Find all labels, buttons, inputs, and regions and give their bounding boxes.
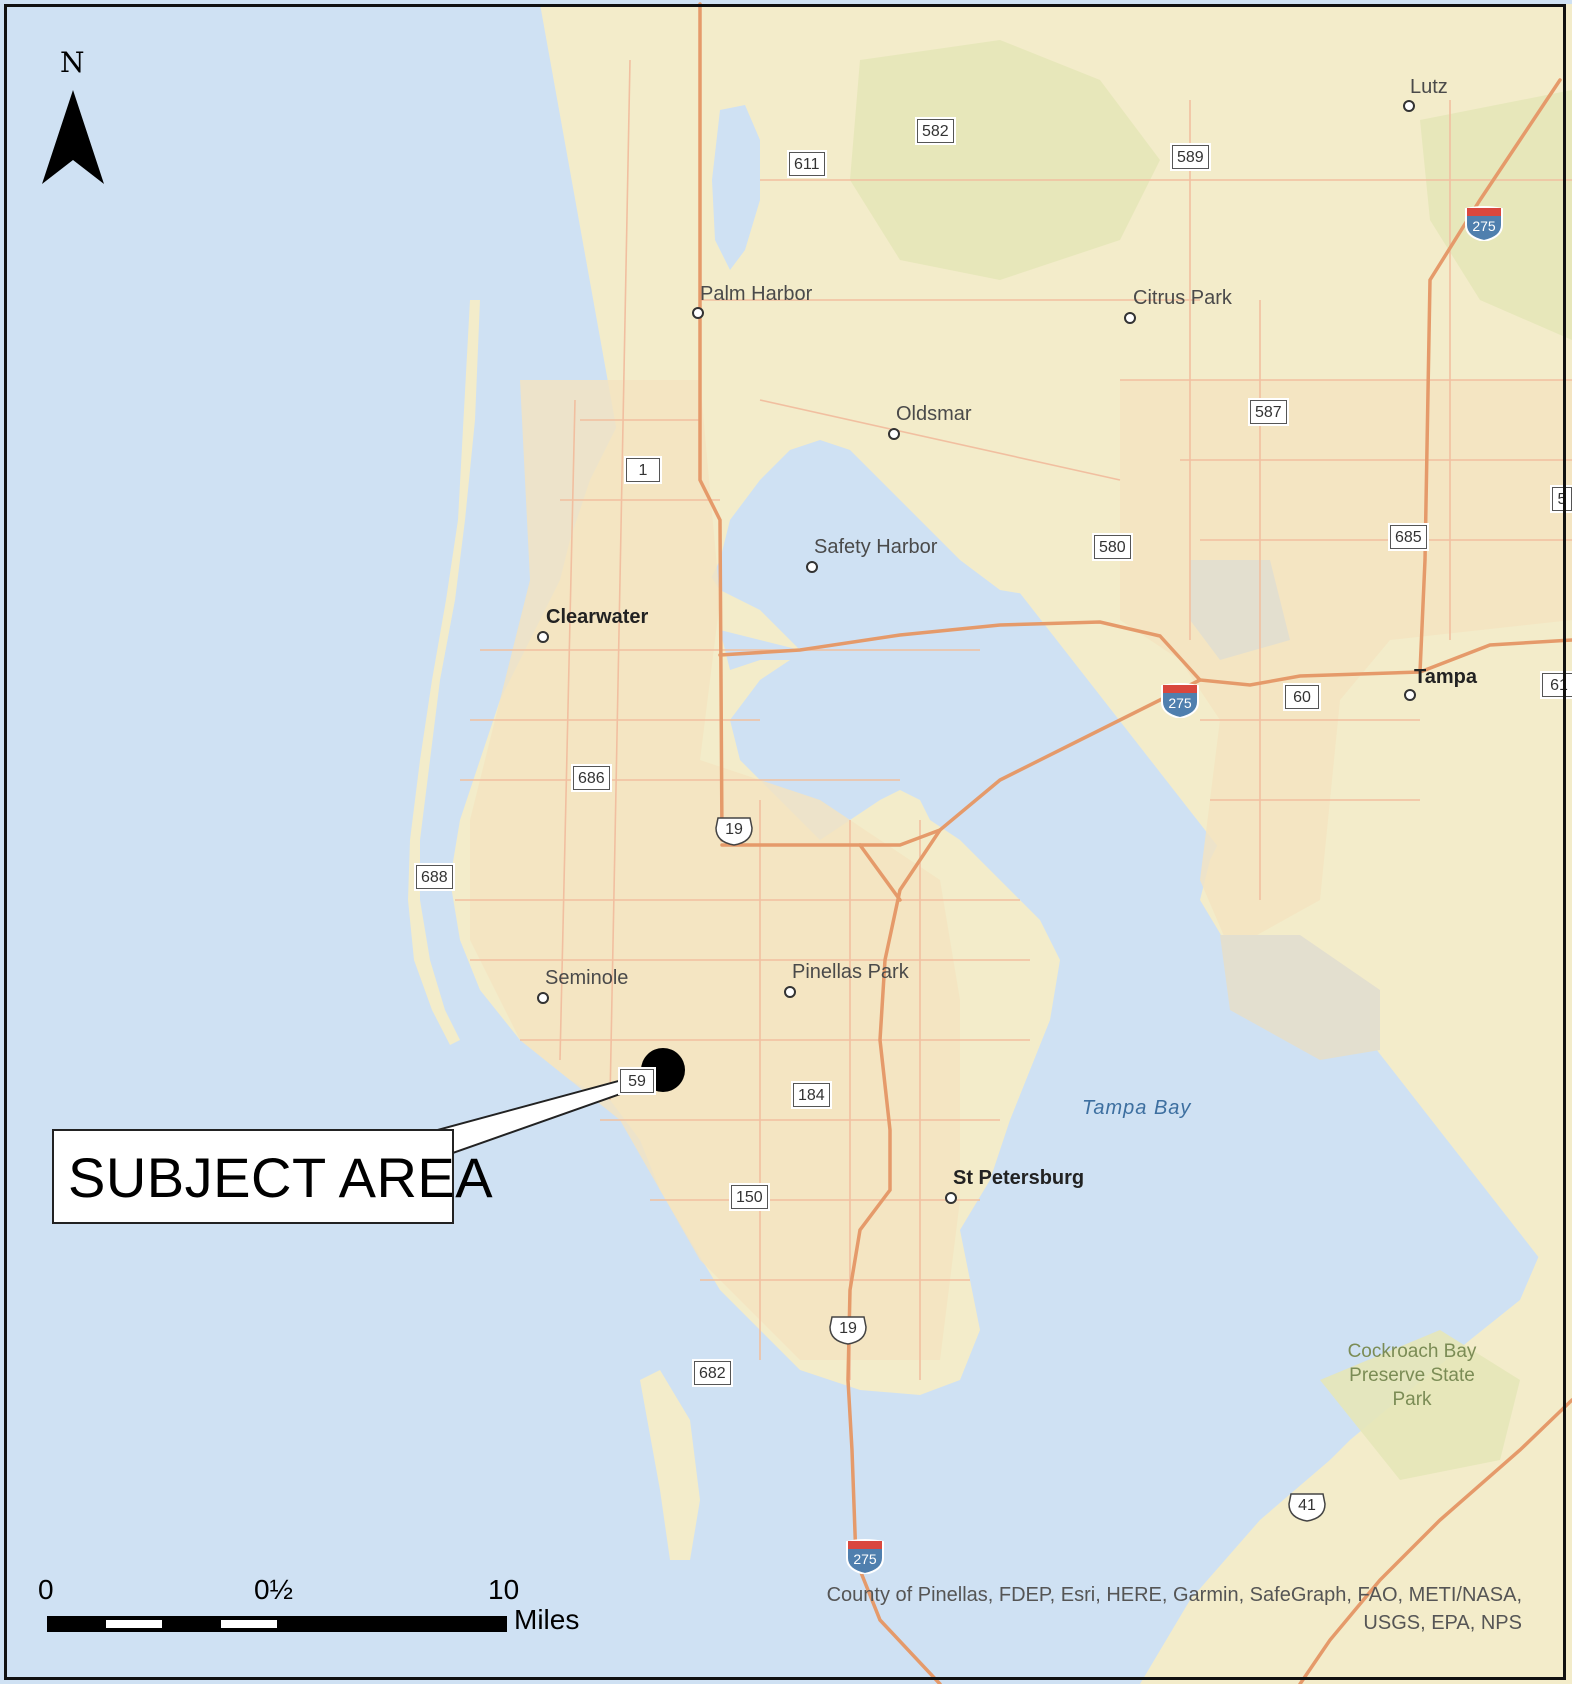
green-south (1320, 1330, 1520, 1480)
shield-589: 589 (1172, 145, 1209, 169)
shield-61-partial: 61 (1542, 673, 1572, 697)
label-st-petersburg: St Petersburg (953, 1167, 1085, 1189)
scale-label-half: 0½ (254, 1574, 293, 1605)
north-arrow-icon (42, 90, 104, 184)
subject-area-callout: SUBJECT AREA (52, 1129, 493, 1224)
tampa-east (1390, 620, 1572, 1100)
clearwater-dot (537, 631, 549, 643)
south-islands (640, 1370, 700, 1560)
us-19-label-north: 19 (725, 821, 743, 838)
lutz-dot (1403, 100, 1415, 112)
label-palm-harbor: Palm Harbor (700, 283, 813, 305)
seminole-dot (537, 992, 549, 1004)
citrus-park-dot (1124, 312, 1136, 324)
label-lutz: Lutz (1410, 76, 1448, 98)
urban-area (470, 380, 960, 1360)
shield-582: 582 (917, 119, 954, 143)
shield-580: 580 (1094, 535, 1131, 559)
shield-184: 184 (793, 1083, 830, 1107)
urban-tampa (1120, 380, 1572, 950)
scale-label-ten: 10 (488, 1574, 520, 1605)
label-clearwater: Clearwater (546, 606, 649, 628)
shield-150: 150 (731, 1185, 768, 1209)
interstate-275-shield-south: 275 (845, 1538, 885, 1576)
us-19-label-south: 19 (839, 1320, 857, 1337)
major-roads (698, 2, 1572, 1686)
southeast-shore (1150, 1180, 1572, 1684)
scale-bar (47, 1616, 507, 1632)
map-credits: County of Pinellas, FDEP, Esri, HERE, Ga… (826, 1584, 1522, 1634)
shield-59-partial: 59 (620, 1069, 654, 1093)
pinellas-park-dot (784, 986, 796, 998)
shield-60: 60 (1285, 685, 1319, 709)
interstate-275-label-bay: 275 (1168, 695, 1192, 711)
barrier-islands (408, 300, 480, 1045)
shield-688: 688 (416, 865, 453, 889)
us-19-shield-south: 19 (828, 1315, 868, 1345)
safety-harbor-dot (806, 561, 818, 573)
tampa-dot (1404, 689, 1416, 701)
north-label: N (60, 46, 85, 79)
shield-587: 587 (1250, 400, 1287, 424)
interstate-275-shield-bay: 275 (1160, 682, 1200, 720)
us-41-shield: 41 (1287, 1492, 1327, 1522)
label-tampa: Tampa (1414, 666, 1477, 688)
label-pinellas-park: Pinellas Park (792, 961, 909, 983)
port-area (1220, 935, 1380, 1060)
palm-harbor-dot (692, 307, 704, 319)
interstate-275-label-south: 275 (853, 1551, 877, 1567)
us-19-shield-north: 19 (714, 816, 754, 846)
label-citrus-park: Citrus Park (1133, 287, 1232, 309)
airport (1190, 560, 1290, 660)
label-safety-harbor: Safety Harbor (814, 536, 938, 558)
green-north (850, 40, 1160, 280)
oldsmar-dot (888, 428, 900, 440)
shield-682: 682 (694, 1361, 731, 1385)
interstate-275-label-north: 275 (1472, 218, 1496, 234)
label-seminole: Seminole (545, 967, 629, 989)
label-tampa-bay: Tampa Bay (1082, 1097, 1192, 1119)
shield-611: 611 (789, 152, 825, 176)
label-oldsmar: Oldsmar (896, 403, 972, 425)
shield-5-partial: 5 (1552, 487, 1572, 511)
label-cockroach-bay: Cockroach Bay Preserve State Park (1347, 1341, 1477, 1410)
minor-roads (455, 59, 1572, 1380)
scale-label-unit: Miles (514, 1604, 580, 1635)
lake-tarpon (712, 105, 760, 270)
shield-685: 685 (1390, 525, 1427, 549)
us-41-label: 41 (1298, 1497, 1316, 1514)
shield-1: 1 (626, 458, 660, 482)
interstate-275-shield-north: 275 (1464, 205, 1504, 243)
subject-area-label: SUBJECT AREA (68, 1146, 494, 1209)
st-petersburg-dot (945, 1192, 957, 1204)
shield-686: 686 (573, 766, 610, 790)
scale-label-zero: 0 (38, 1574, 54, 1605)
